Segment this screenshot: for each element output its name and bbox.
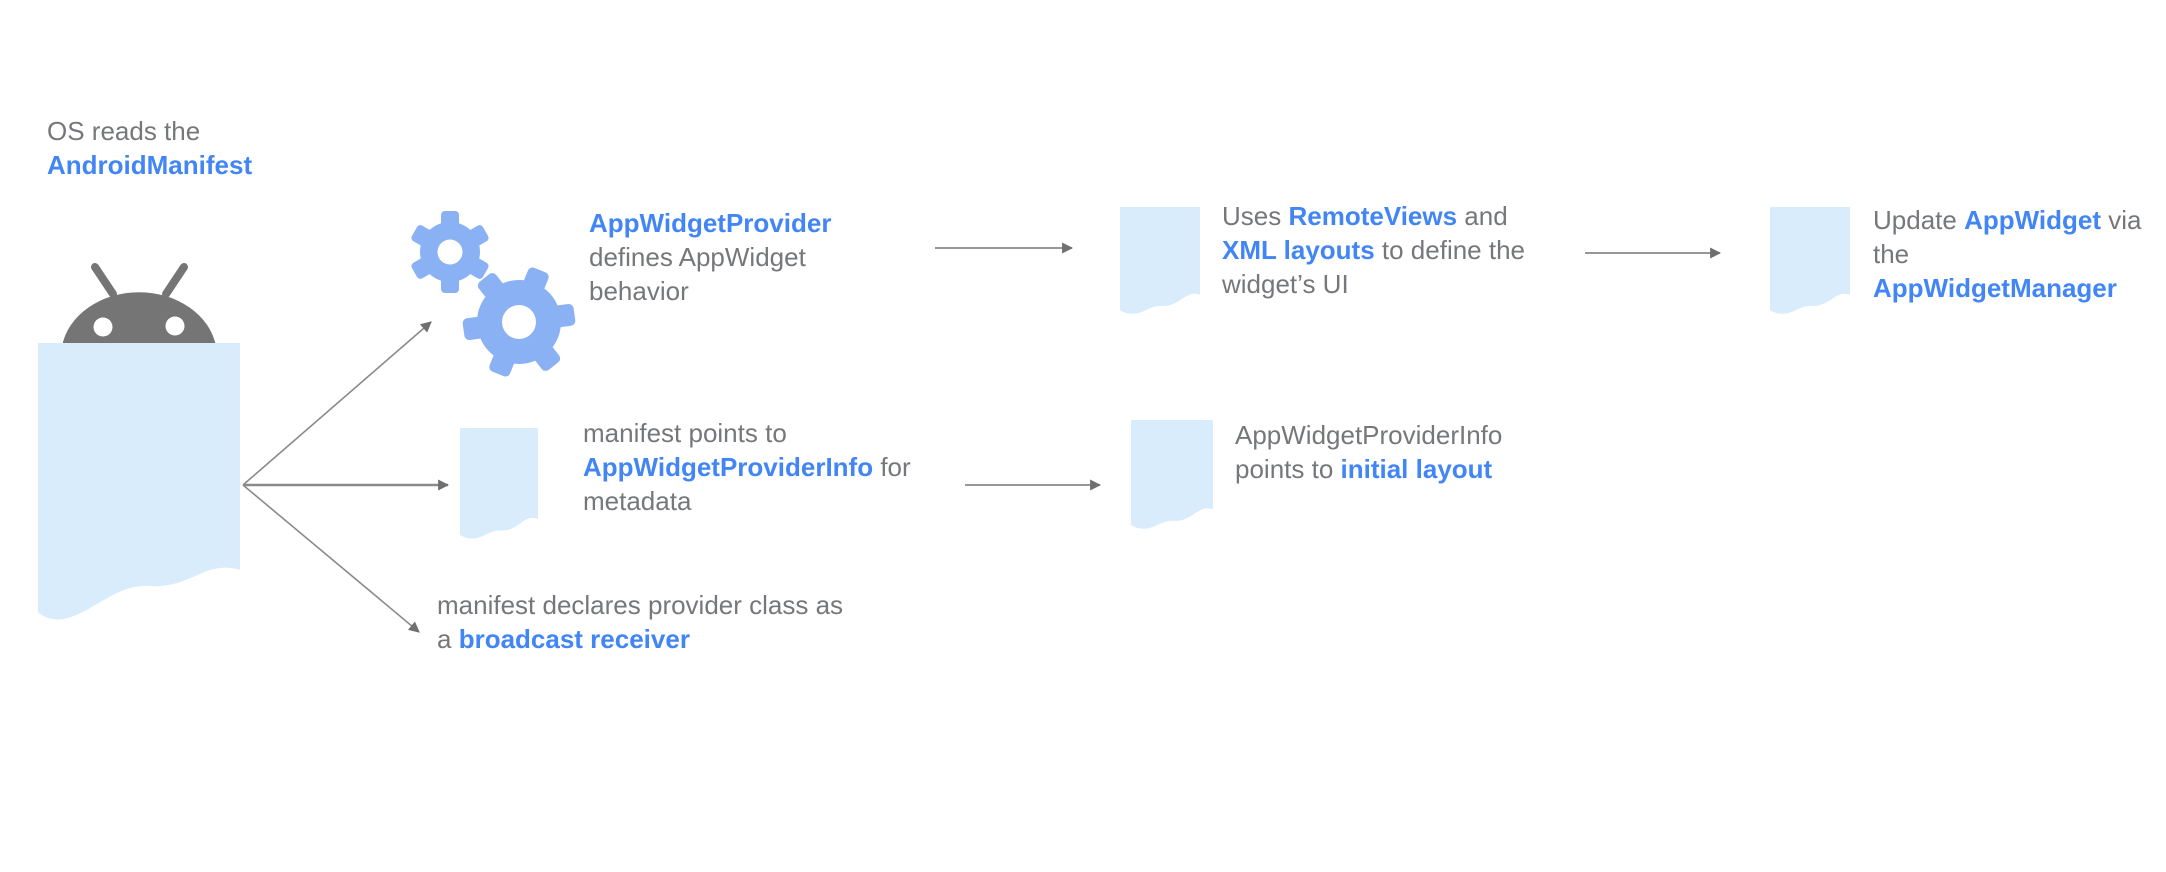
text-segment: via — [2101, 205, 2142, 235]
document-page-icon — [1770, 207, 1850, 314]
text-segment: manifest declares provider class as — [437, 590, 844, 620]
document-page-icon — [460, 428, 538, 539]
link-androidmanifest[interactable]: AndroidManifest — [47, 150, 253, 180]
text-segment: a — [437, 624, 459, 654]
appwidgetprovider-label: AppWidgetProvider defines AppWidget behavi… — [589, 206, 831, 308]
link-broadcast-receiver[interactable]: broadcast receiver — [458, 624, 690, 654]
link-initial-layout[interactable]: initial layout — [1340, 454, 1493, 484]
text-segment: manifest points to — [583, 418, 787, 448]
text-segment: OS reads the — [47, 116, 201, 146]
manifest-document-icon — [38, 343, 240, 620]
flow-arrow — [242, 321, 432, 486]
initial-layout-label: AppWidgetProviderInfo points to initial l… — [1235, 418, 1502, 486]
text-segment: the — [1873, 239, 1910, 269]
document-page-icon — [1131, 420, 1213, 529]
text-segment: Update — [1873, 205, 1965, 235]
text-segment: metadata — [583, 486, 692, 516]
text-segment: for — [873, 452, 911, 482]
link-xml-layouts[interactable]: XML layouts — [1222, 235, 1375, 265]
android-robot-head-icon — [62, 263, 216, 346]
link-appwidgetmanager[interactable]: AppWidgetManager — [1873, 273, 2117, 303]
broadcast-receiver-label: manifest declares provider class as a bro… — [437, 588, 843, 656]
link-appwidget[interactable]: AppWidget — [1964, 205, 2102, 235]
text-segment: widget’s UI — [1222, 269, 1349, 299]
settings-gears-icon — [411, 211, 576, 377]
link-appwidgetproviderinfo[interactable]: AppWidgetProviderInfo — [583, 452, 874, 482]
link-appwidgetprovider[interactable]: AppWidgetProvider — [589, 208, 832, 238]
text-segment: behavior — [589, 276, 689, 306]
link-remoteviews[interactable]: RemoteViews — [1288, 201, 1458, 231]
text-segment: defines AppWidget — [589, 242, 806, 272]
text-segment: to define the — [1374, 235, 1526, 265]
text-segment: points to — [1235, 454, 1341, 484]
flow-arrow — [242, 484, 420, 633]
text-segment: AppWidgetProviderInfo — [1235, 420, 1503, 450]
text-segment: Uses — [1222, 201, 1289, 231]
document-page-icon — [1120, 207, 1200, 314]
text-segment: and — [1457, 201, 1508, 231]
